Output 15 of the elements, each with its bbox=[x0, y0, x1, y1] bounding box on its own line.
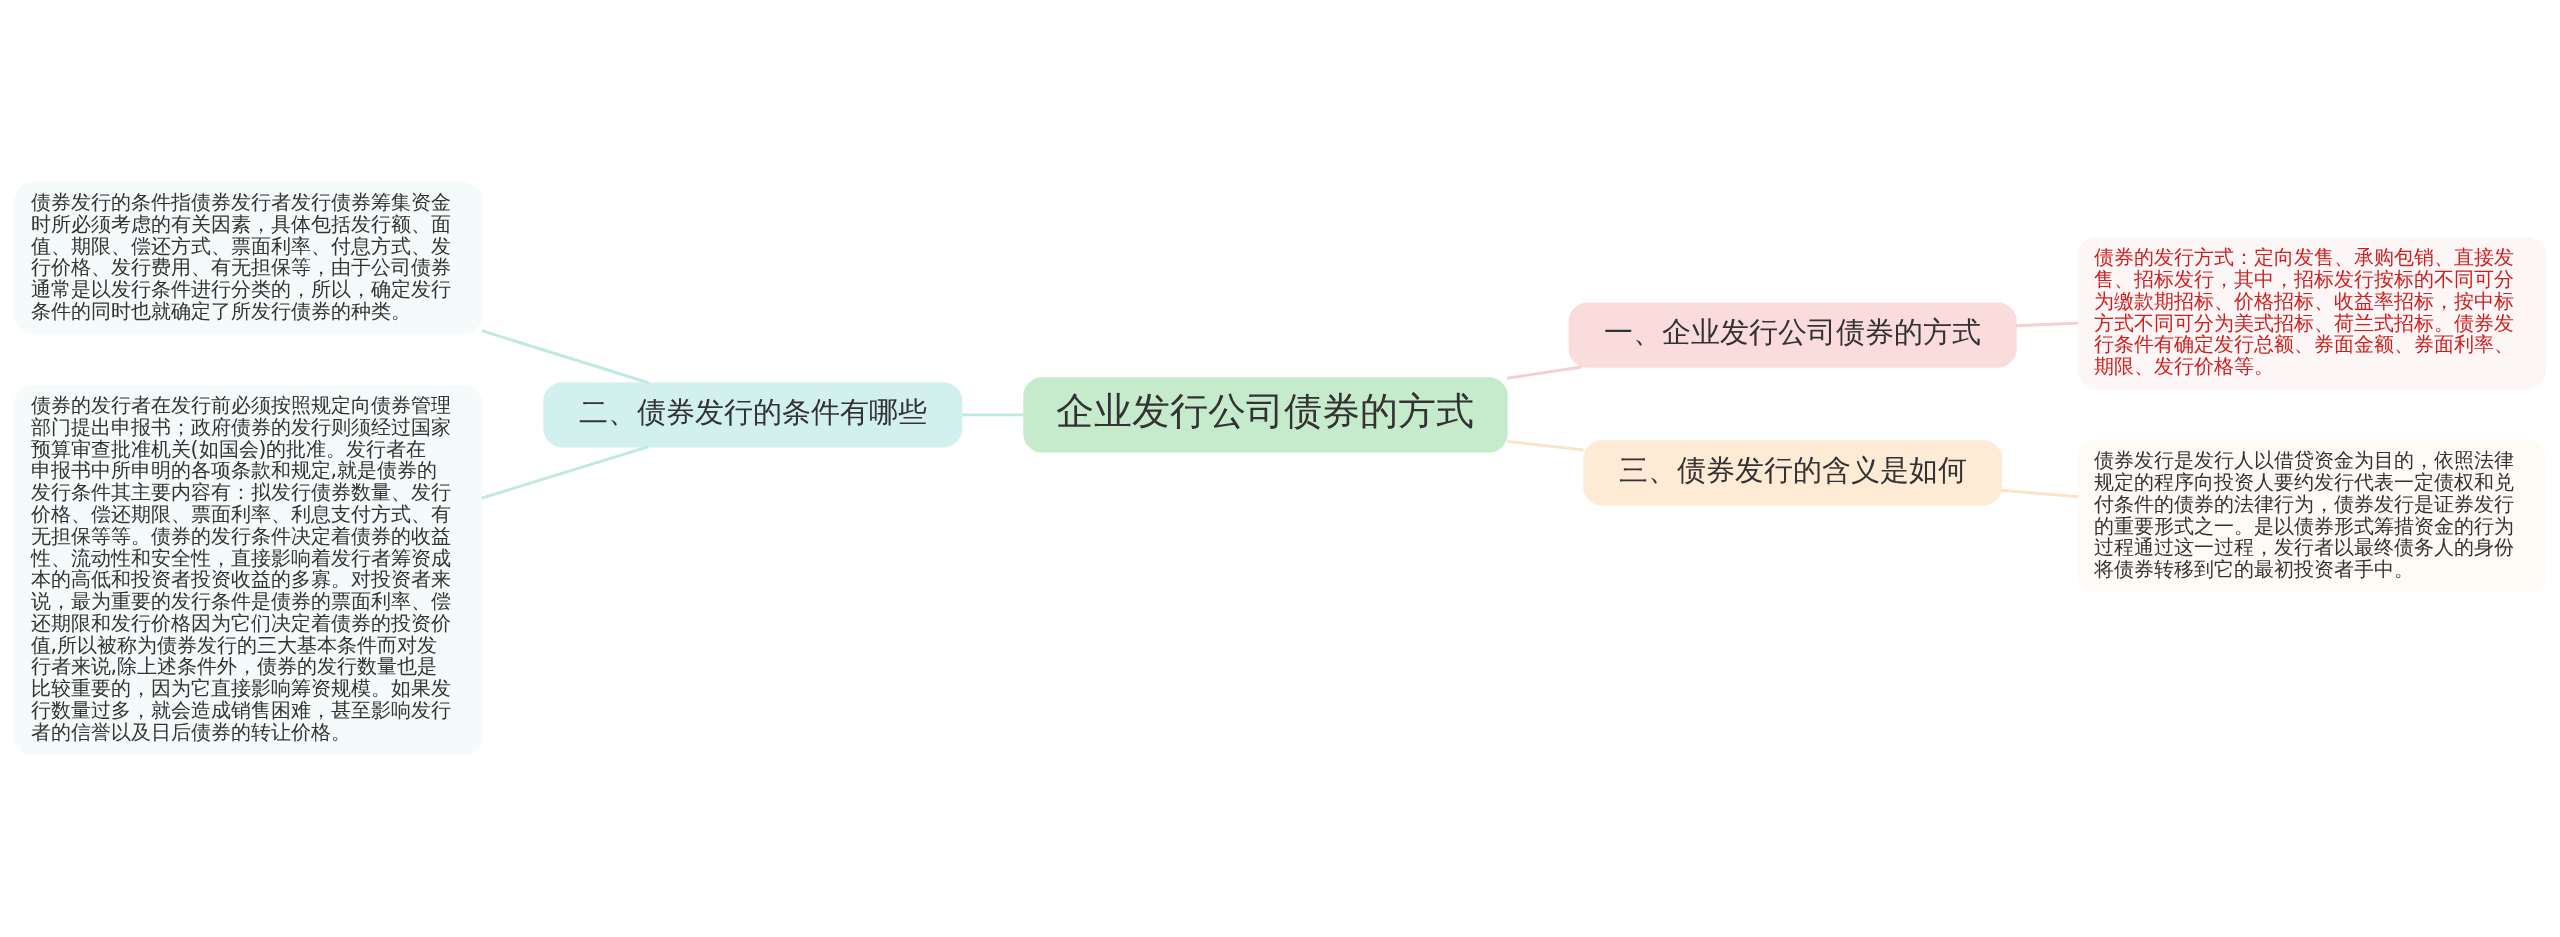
connector bbox=[2001, 488, 2079, 499]
node-box: 二、债券发行的条件有哪些 bbox=[543, 382, 963, 448]
node-box: 三、债券发行的含义是如何 bbox=[1583, 440, 2003, 506]
connector bbox=[2016, 321, 2079, 328]
node-box: 企业发行公司债券的方式 bbox=[1023, 377, 1508, 453]
connector bbox=[962, 413, 1024, 417]
node-box: 债券发行的条件指债券发行者发行债券筹集资金时所必须考虑的有关因素，具体包括发行额、面值、期限、偿还方式、票面利率、付息方式、发行价格、发行费用、有无担保等，由于公司债券通常是以发行条件进行分类的，所以，确定发行条件的同时也就确定了所发行债券的种类。 bbox=[13, 182, 483, 335]
node-box: 债券的发行方式：定向发售、承购包销、直接发售、招标发行，其中，招标发行按标的不同可分为缴款期招标、价格招标、收益率招标，按中标方式不同可分为美式招标、荷兰式招标。债券发行条件有确定发行总额、券面金额、券面利率、期限、发行价格等。 bbox=[2077, 237, 2547, 390]
connector bbox=[481, 329, 649, 385]
connector bbox=[1507, 365, 1582, 380]
connector bbox=[1507, 439, 1584, 452]
node-box: 债券发行是发行人以借贷资金为目的，依照法律规定的程序向投资人要约发行代表一定债权和兑付条件的债券的法律行为，债券发行是证券发行的重要形式之一。是以债券形式筹措资金的行为过程通过这一过程，发行者以最终债务人的身份将债券转移到它的最初投资者手中。 bbox=[2077, 440, 2547, 593]
node-box: 一、企业发行公司债券的方式 bbox=[1568, 302, 2017, 368]
connector bbox=[481, 445, 649, 500]
node-box: 债券的发行者在发行前必须按照规定向债券管理部门提出申报书；政府债券的发行则须经过国家预算审查批准机关(如国会)的批准。发行者在申报书中所申明的各项条款和规定,就是债券的发行条件其主要内容有：拟发行债券数量、发行价格、偿还期限、票面利率、利息支付方式、有无担保等等。债券的发行条件决定着债券的收益性、流动性和安全性，直接影响着发行者筹资成本的高低和投资者投资收益的多寡。对投资者来说，最为重要的发行条件是债券的票面利率、偿还期限和发行价格因为它们决定着债券的投资价值,所以被称为债券发行的三大基本条件而对发行者来说,除上述条件外，债券的发行数量也是比较重要的，因为它直接影响筹资规模。如果发行数量过多，就会造成销售困难，甚至影响发行者的信誉以及日后债券的转让价格。 bbox=[13, 385, 483, 755]
